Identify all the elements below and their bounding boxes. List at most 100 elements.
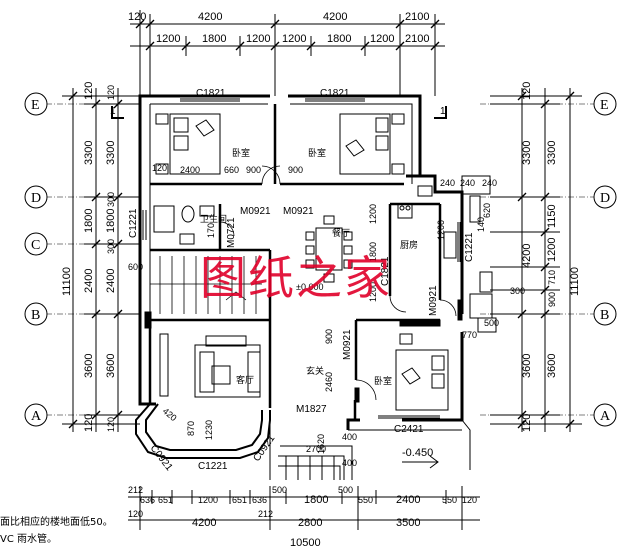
bed-1 [155,113,221,175]
mark-500: 500 [484,318,499,328]
bottom-dimension-lines [128,486,480,530]
window-c1821-a: C1821 [196,88,226,99]
mark-870: 870 [186,421,196,436]
axis-label-right-b: B [600,308,609,323]
mark-900a: 900 [246,165,261,175]
mark-1230: 1230 [204,420,214,440]
staircase [150,256,262,314]
living-furniture [159,333,261,398]
mark-300: 300 [510,286,525,296]
section-mark-left: 1 [110,106,116,117]
dim-bottom-inner-5: 636 [252,495,267,505]
dim-right-outer-2: 4200 [521,244,533,268]
room-bedroom-2: 卧室 [308,147,326,159]
dim-bottom-inner-12: 120 [462,495,477,505]
dim-left-outer-2: 1800 [83,209,95,233]
dim-bottom-inner-1: 636 [140,495,155,505]
right-dimension-lines [490,88,582,432]
dim-right-inner-4: 710 [547,270,557,285]
dim-left-inner-0: 120 [106,85,116,100]
window-c1221-left: C1221 [128,208,139,238]
dim-left-inner-6: 3600 [105,354,117,378]
mark-1620: 1620 [316,434,326,454]
window-c0921-b: C0921 [251,433,277,464]
bay-window [135,403,271,459]
bed-2 [339,113,405,175]
note-line-2: VC 雨水管。 [0,532,57,545]
axis-bubbles-left [24,92,48,427]
dim-bottom-inner-7: 1800 [304,494,328,506]
door-m0721: M0721 [226,217,237,248]
dim-right-inner-7: 3600 [546,354,558,378]
room-bedroom-1: 卧室 [232,147,250,159]
dim-right-total: 11100 [569,267,581,296]
kitchen-fixtures [397,185,457,259]
dim-left-outer-1: 3300 [83,141,95,165]
entrance-steps [269,419,471,480]
mark-2460: 2460 [324,372,334,392]
dim-right-outer-3: 3600 [521,354,533,378]
dim-bottom-outer-3: 3500 [396,517,420,529]
mark-1200b: 1200 [368,282,378,302]
mark-2400: 2400 [180,165,200,175]
room-dining: 餐厅 [332,227,350,239]
axis-bubbles-right [593,92,617,427]
door-swings [219,165,457,401]
dim-left-inner-1: 3300 [105,141,117,165]
interior-walls [148,104,442,420]
dim-bottom-inner-4: 651 [232,495,247,505]
dim-left-inner-5: 2400 [105,269,117,293]
dim-bottom-outer-4: 212 [258,509,273,519]
room-kitchen: 厨房 [400,239,418,251]
mark-620: 620 [482,203,492,218]
mark-240a: 240 [440,178,455,188]
window-marks [142,98,461,419]
dim-right-outer-4: 120 [521,414,533,432]
axis-label-left-e: E [31,98,40,113]
bed-3 [395,333,449,411]
mark-170: 170 [206,223,216,238]
mark-900c: 900 [324,329,334,344]
dim-bottom-inner-10: 2400 [396,494,420,506]
dim-left-inner-7: 120 [106,417,116,432]
axis-grid-lines [46,103,595,416]
note-line-1: 面比相应的楼地面低50。 [0,515,113,528]
room-bath: 卫生间 [200,213,227,225]
room-living: 客厅 [236,374,254,386]
dim-bottom-outer-2: 2800 [298,517,322,529]
window-c2421: C2421 [394,424,424,435]
left-dimension-lines [62,88,140,432]
dim-bottom-inner-8: 500 [338,485,353,495]
mark-600: 600 [128,262,143,272]
door-m0921-b: M0921 [283,206,314,217]
mark-level-0: ±0.000 [296,282,323,292]
mark-420: 420 [161,406,179,423]
door-m0921-c: M0921 [428,285,439,316]
axis-label-right-a: A [600,409,611,424]
dim-bottom-inner-3: 1200 [198,495,218,505]
mark-1200c: 1200 [436,220,446,240]
dim-left-total: 11100 [61,267,73,296]
mark-1800: 1800 [368,242,378,262]
room-foyer: 玄关 [306,365,324,377]
dim-top-outer-3: 2100 [405,11,429,23]
mark-400b: 400 [342,458,357,468]
top-dimension-lines [130,10,445,96]
annex-blocks [461,175,497,333]
dim-top-outer-1: 4200 [198,11,222,23]
hatched-wall-segments [144,299,463,403]
mark-770: 770 [462,330,477,340]
dim-bottom-inner-9: 550 [358,495,373,505]
dim-left-outer-3: 2400 [83,269,95,293]
dim-top-inner-3: 1200 [282,33,306,45]
mark-240b: 240 [460,178,475,188]
mark-140: 140 [476,217,486,232]
dim-left-outer-0: 120 [83,82,95,100]
mark-240c: 240 [482,178,497,188]
dim-bottom-inner-11: 550 [442,495,457,505]
window-c1821-mid: C1821 [380,256,391,286]
dim-bottom-inner-6: 500 [272,485,287,495]
dim-bottom-outer-0: 120 [128,509,143,519]
mark-400a: 400 [342,432,357,442]
